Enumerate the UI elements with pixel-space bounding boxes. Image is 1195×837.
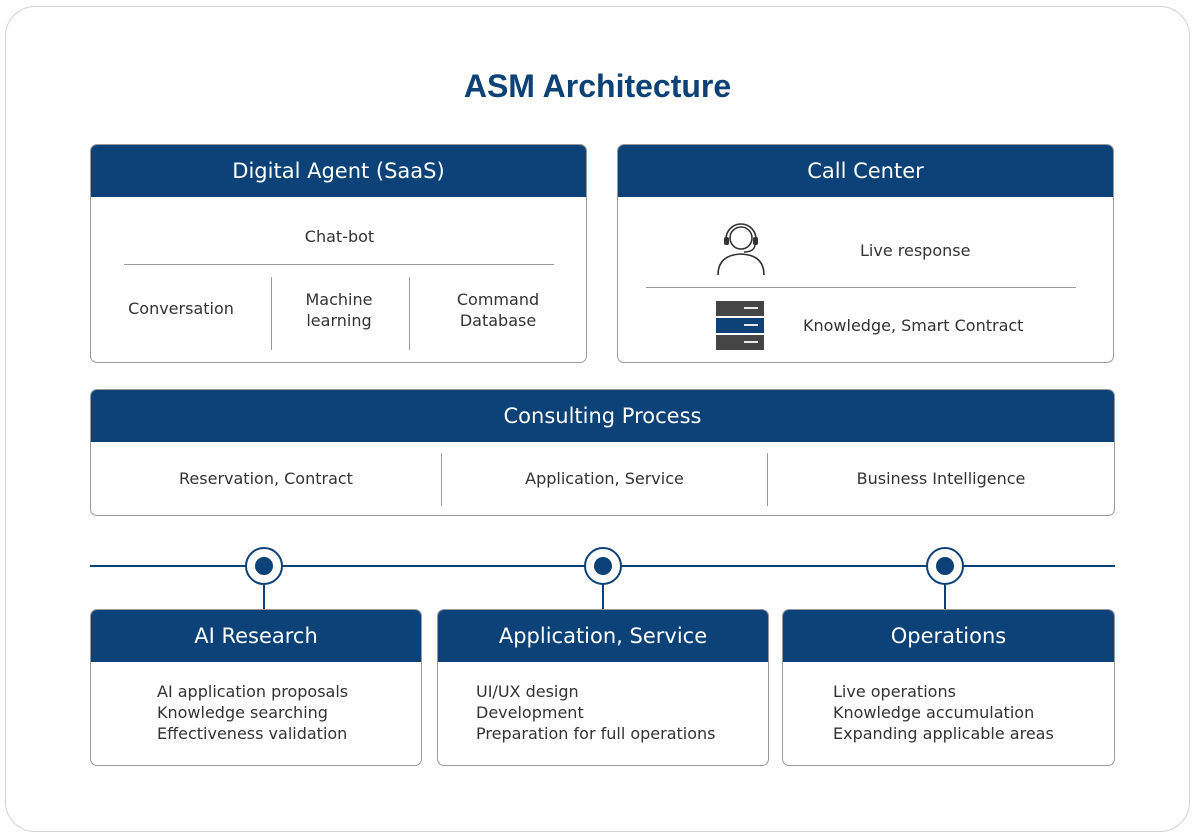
operations-list: Live operations Knowledge accumulation E… xyxy=(833,681,1054,744)
knowledge-smart-contract-label: Knowledge, Smart Contract xyxy=(803,316,1024,335)
business-intelligence-label: Business Intelligence xyxy=(856,469,1026,488)
ai-research-header: AI Research xyxy=(91,610,421,662)
list-item: Live operations xyxy=(833,682,956,701)
chat-bot-label: Chat-bot xyxy=(304,227,375,246)
timeline-node-operations xyxy=(926,547,964,609)
command-database-label: Command Database xyxy=(456,290,540,330)
diagram-title: ASM Architecture xyxy=(463,68,732,104)
operations-card: Operations Live operations Knowledge acc… xyxy=(782,609,1115,766)
ai-research-card: AI Research AI application proposals Kno… xyxy=(90,609,422,766)
list-item: Expanding applicable areas xyxy=(833,724,1054,743)
application-service-header: Application, Service xyxy=(438,610,768,662)
application-service-list: UI/UX design Development Preparation for… xyxy=(476,681,716,744)
list-item: UI/UX design xyxy=(476,682,579,701)
call-center-divider xyxy=(646,287,1076,288)
application-service-card: Application, Service UI/UX design Develo… xyxy=(437,609,769,766)
digital-agent-card: Digital Agent (SaaS) Chat-bot Conversati… xyxy=(90,144,587,363)
live-response-label: Live response xyxy=(860,241,971,260)
application-service-label: Application, Service xyxy=(525,469,684,488)
digital-agent-header: Digital Agent (SaaS) xyxy=(91,145,586,197)
conversation-label: Conversation xyxy=(128,299,234,318)
divider xyxy=(767,453,768,506)
list-item: Effectiveness validation xyxy=(157,724,348,743)
server-icon xyxy=(716,301,764,350)
operations-header: Operations xyxy=(783,610,1114,662)
consulting-process-header: Consulting Process xyxy=(91,390,1114,442)
list-item: Knowledge accumulation xyxy=(833,703,1035,722)
list-item: Development xyxy=(476,703,584,722)
timeline xyxy=(90,547,1115,609)
divider xyxy=(441,453,442,506)
timeline-node-ai-research xyxy=(245,547,283,609)
list-item: Knowledge searching xyxy=(157,703,328,722)
consulting-process-card: Consulting Process Reservation, Contract… xyxy=(90,389,1115,516)
call-center-card: Call Center Live response Knowledge, Sma… xyxy=(617,144,1114,363)
reservation-contract-label: Reservation, Contract xyxy=(179,469,353,488)
divider xyxy=(271,277,272,350)
timeline-node-application-service xyxy=(584,547,622,609)
list-item: AI application proposals xyxy=(157,682,349,701)
list-item: Preparation for full operations xyxy=(476,724,716,743)
chat-bot-divider xyxy=(124,264,554,265)
divider xyxy=(409,277,410,350)
machine-learning-label: Machine learning xyxy=(305,290,373,330)
headset-person-icon xyxy=(717,223,765,276)
ai-research-list: AI application proposals Knowledge searc… xyxy=(157,681,348,744)
call-center-header: Call Center xyxy=(618,145,1113,197)
